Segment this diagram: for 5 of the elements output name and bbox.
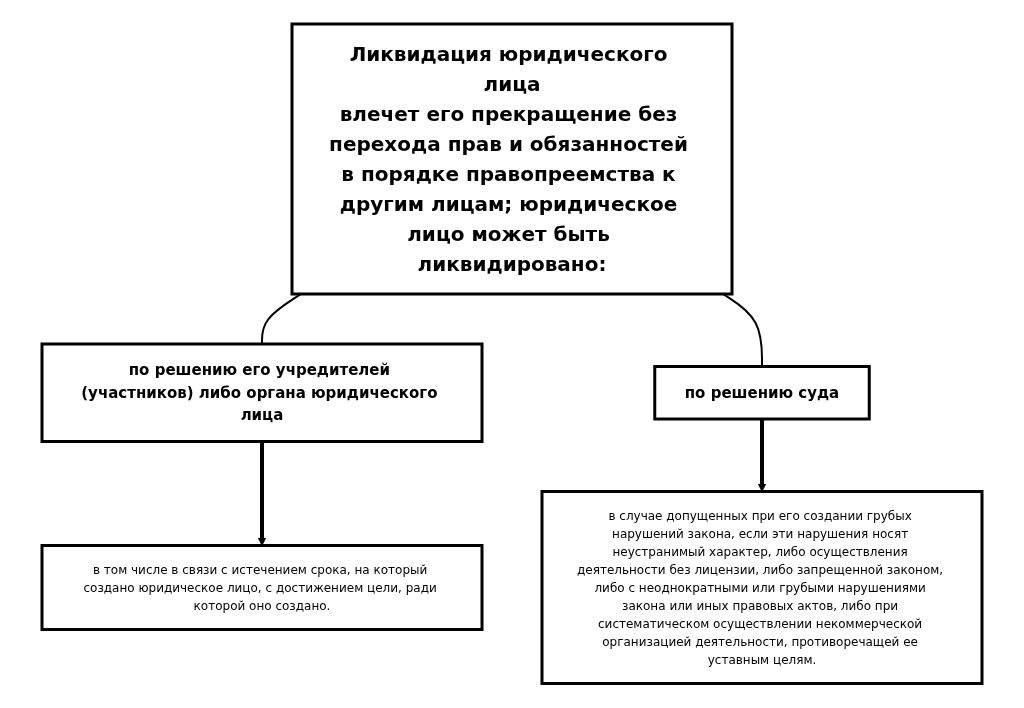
node-box: в том числе в связи с истечением срока, на который создано юридическое лицо, с достижением цели, ради которой оно создано. bbox=[40, 544, 484, 632]
node-box: по решению его учредителей (участников) либо органа юридического лица bbox=[40, 342, 484, 444]
node-box: Ликвидация юридического лица влечет его прекращение без перехода прав и обязанностей в порядке правопреемства к другим лицам; юридическое лицо может быть ликвидировано: bbox=[290, 22, 734, 296]
node-box: в случае допущенных при его создании грубых нарушений закона, если эти нарушения носят неустранимый характер, либо осуществления деятельности без лицензии, либо запрещенной законом, либо с неоднократными или грубыми нарушениями закона или иных правовых актов, либо при систематическом осуществлении некоммерческой организацией деятельности, противоречащей ее уставным целям. bbox=[540, 490, 984, 686]
node-box: по решению суда bbox=[653, 365, 871, 421]
